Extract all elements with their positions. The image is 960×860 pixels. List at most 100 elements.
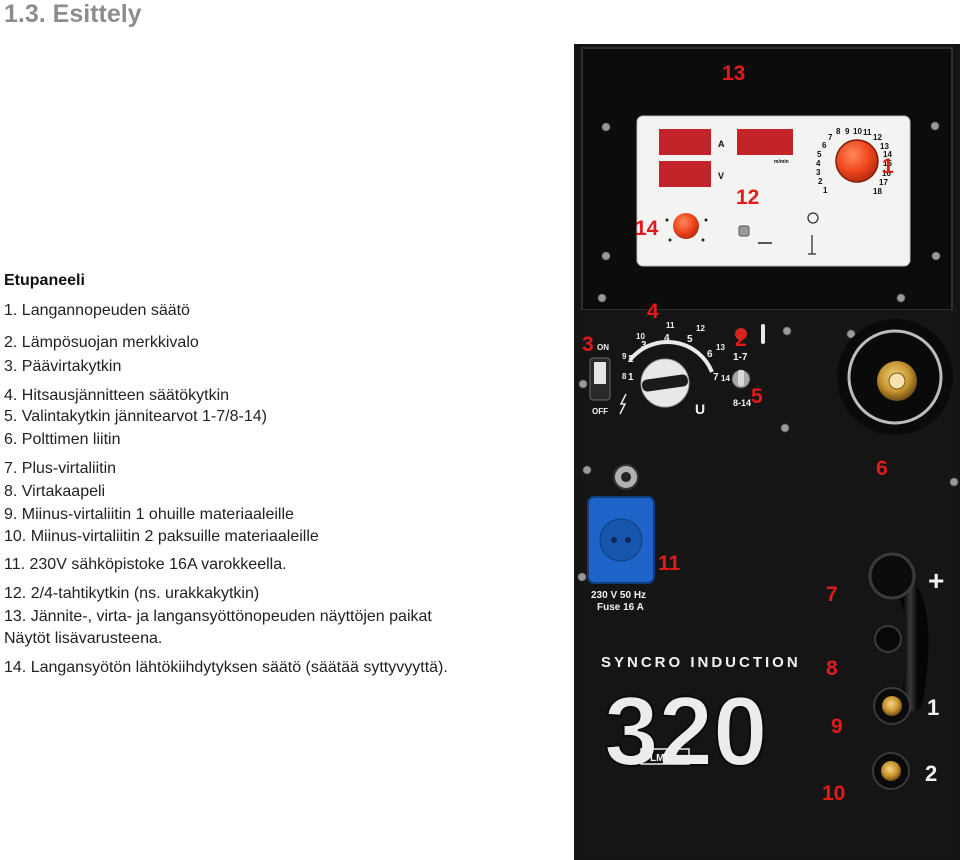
- socket-fuse-label: Fuse 16 A: [597, 602, 644, 613]
- screw-icon: [577, 572, 587, 582]
- dial-tick-dot: [668, 238, 672, 242]
- screw-icon: [896, 293, 906, 303]
- wire-dial-number: 16: [882, 169, 891, 178]
- screw-icon: [582, 465, 592, 475]
- voltage-scale-arc: [628, 339, 714, 373]
- wire-dial-number: 11: [863, 128, 872, 137]
- dial-tick-dot: [665, 218, 669, 222]
- plus-terminal: [868, 552, 916, 600]
- wire-dial-number: 2: [818, 177, 823, 186]
- terminal-1-label: 1: [927, 695, 939, 720]
- brand-name: SYNCRO INDUCTION: [601, 654, 801, 671]
- legend-item: 12. 2/4-tahtikytkin (ns. urakkakytkin): [4, 585, 260, 602]
- wire-dial-number: 4: [816, 159, 821, 168]
- legend-item: Näytöt lisävarusteena.: [4, 630, 163, 647]
- legend-item: 5. Valintakytkin jännitearvot 1-7/8-14): [4, 408, 267, 425]
- callout-11: 11: [658, 552, 681, 575]
- screw-icon: [782, 326, 792, 336]
- callout-9: 9: [831, 715, 843, 738]
- trigger-mode-switch[interactable]: [738, 225, 750, 237]
- dial-tick-dot: [701, 238, 705, 242]
- voltage-dial-number: 6: [707, 349, 713, 360]
- wire-dial-number: 15: [883, 159, 892, 168]
- voltage-dial-number: 7: [713, 372, 719, 383]
- wire-dial-number: 1: [823, 186, 828, 195]
- torch-icon: [808, 235, 816, 255]
- callout-6: 6: [876, 457, 888, 480]
- legend-item: 11. 230V sähköpistoke 16A varokkeella.: [4, 556, 287, 573]
- thermal-indicator-light: [735, 328, 747, 340]
- voltage-dial-number: 8: [622, 372, 627, 381]
- screw-icon: [601, 251, 611, 261]
- screw-icon: [930, 121, 940, 131]
- wire-dial-number: 14: [883, 150, 892, 159]
- screw-icon: [846, 329, 856, 339]
- minus-terminal-1[interactable]: [873, 687, 911, 725]
- callout-14: 14: [635, 217, 659, 240]
- speed-display: [737, 129, 793, 155]
- legend-item: 7. Plus-virtaliitin: [4, 460, 117, 477]
- voltage-dial-number: 12: [696, 324, 705, 333]
- legend-item: 14. Langansyötön lähtökiihdytyksen säätö…: [4, 659, 448, 676]
- voltage-selector-dial[interactable]: [640, 358, 690, 408]
- callout-8: 8: [826, 657, 838, 680]
- terminal-2-label: 2: [925, 761, 937, 786]
- voltage-dial-number: 1: [628, 372, 634, 383]
- main-power-switch[interactable]: [589, 357, 611, 401]
- legend-item: 13. Jännite-, virta- ja langansyöttönope…: [4, 608, 432, 625]
- thermometer-icon: [761, 324, 765, 344]
- screw-icon: [949, 477, 959, 487]
- range-label-low: 1-7: [733, 352, 748, 363]
- voltage-dial-number: 9: [622, 352, 627, 361]
- mid-socket: [874, 625, 902, 653]
- wire-speed-dial[interactable]: [835, 139, 879, 183]
- lightning-icon: [619, 393, 627, 415]
- legend-item: 4. Hitsausjännitteen säätökytkin: [4, 387, 230, 404]
- legend-item: 6. Polttimen liitin: [4, 431, 121, 448]
- range-label-high: 8-14: [733, 398, 751, 408]
- timer-icon: [807, 212, 819, 224]
- amps-label: A: [718, 139, 725, 149]
- minus-terminal-2[interactable]: [872, 752, 910, 790]
- legend-item: 9. Miinus-virtaliitin 1 ohuille materiaa…: [4, 506, 294, 523]
- screw-icon: [601, 122, 611, 132]
- wire-dial-number: 5: [817, 150, 822, 159]
- power-on-label: ON: [597, 343, 609, 352]
- wire-dial-number: 12: [873, 133, 882, 142]
- wire-dial-number: 18: [873, 187, 882, 196]
- callout-2: 2: [735, 328, 747, 351]
- voltage-dial-number: 3: [641, 340, 647, 351]
- wire-dial-number: 10: [853, 127, 862, 136]
- callout-7: 7: [826, 583, 838, 606]
- socket-voltage-label: 230 V 50 Hz: [591, 590, 646, 601]
- voltage-dial-number: 13: [716, 343, 725, 352]
- run-in-dial[interactable]: [673, 213, 699, 239]
- wire-dial-number: 3: [816, 168, 821, 177]
- model-badge-frame: [640, 748, 690, 765]
- wire-dial-number: 8: [836, 127, 841, 136]
- range-selector-switch[interactable]: [731, 369, 751, 389]
- wire-dial-number: 6: [822, 141, 827, 150]
- voltage-dial-number: 2: [628, 354, 634, 365]
- voltage-dial-number: 11: [666, 321, 675, 330]
- voltage-dial-number: 4: [664, 333, 670, 344]
- dial-tick-dot: [704, 218, 708, 222]
- wire-dial-number: 7: [828, 133, 833, 142]
- screw-icon: [597, 293, 607, 303]
- voltage-dial-number: 5: [687, 334, 693, 345]
- screw-icon: [931, 251, 941, 261]
- voltage-dial-number: 10: [636, 332, 645, 341]
- speed-label: m/min: [774, 159, 789, 165]
- voltage-symbol: U: [695, 401, 705, 417]
- callout-1: 1: [882, 155, 894, 178]
- section-title: 1.3. Esittely: [4, 0, 142, 28]
- remote-socket-core: [621, 472, 631, 482]
- plus-terminal-label: +: [928, 565, 944, 596]
- callout-5: 5: [751, 385, 763, 408]
- power-off-label: OFF: [592, 407, 608, 416]
- screw-icon: [578, 379, 588, 389]
- screw-icon: [780, 423, 790, 433]
- torch-connector: [837, 319, 953, 435]
- callout-4: 4: [647, 300, 659, 323]
- wire-dial-number: 17: [879, 178, 888, 187]
